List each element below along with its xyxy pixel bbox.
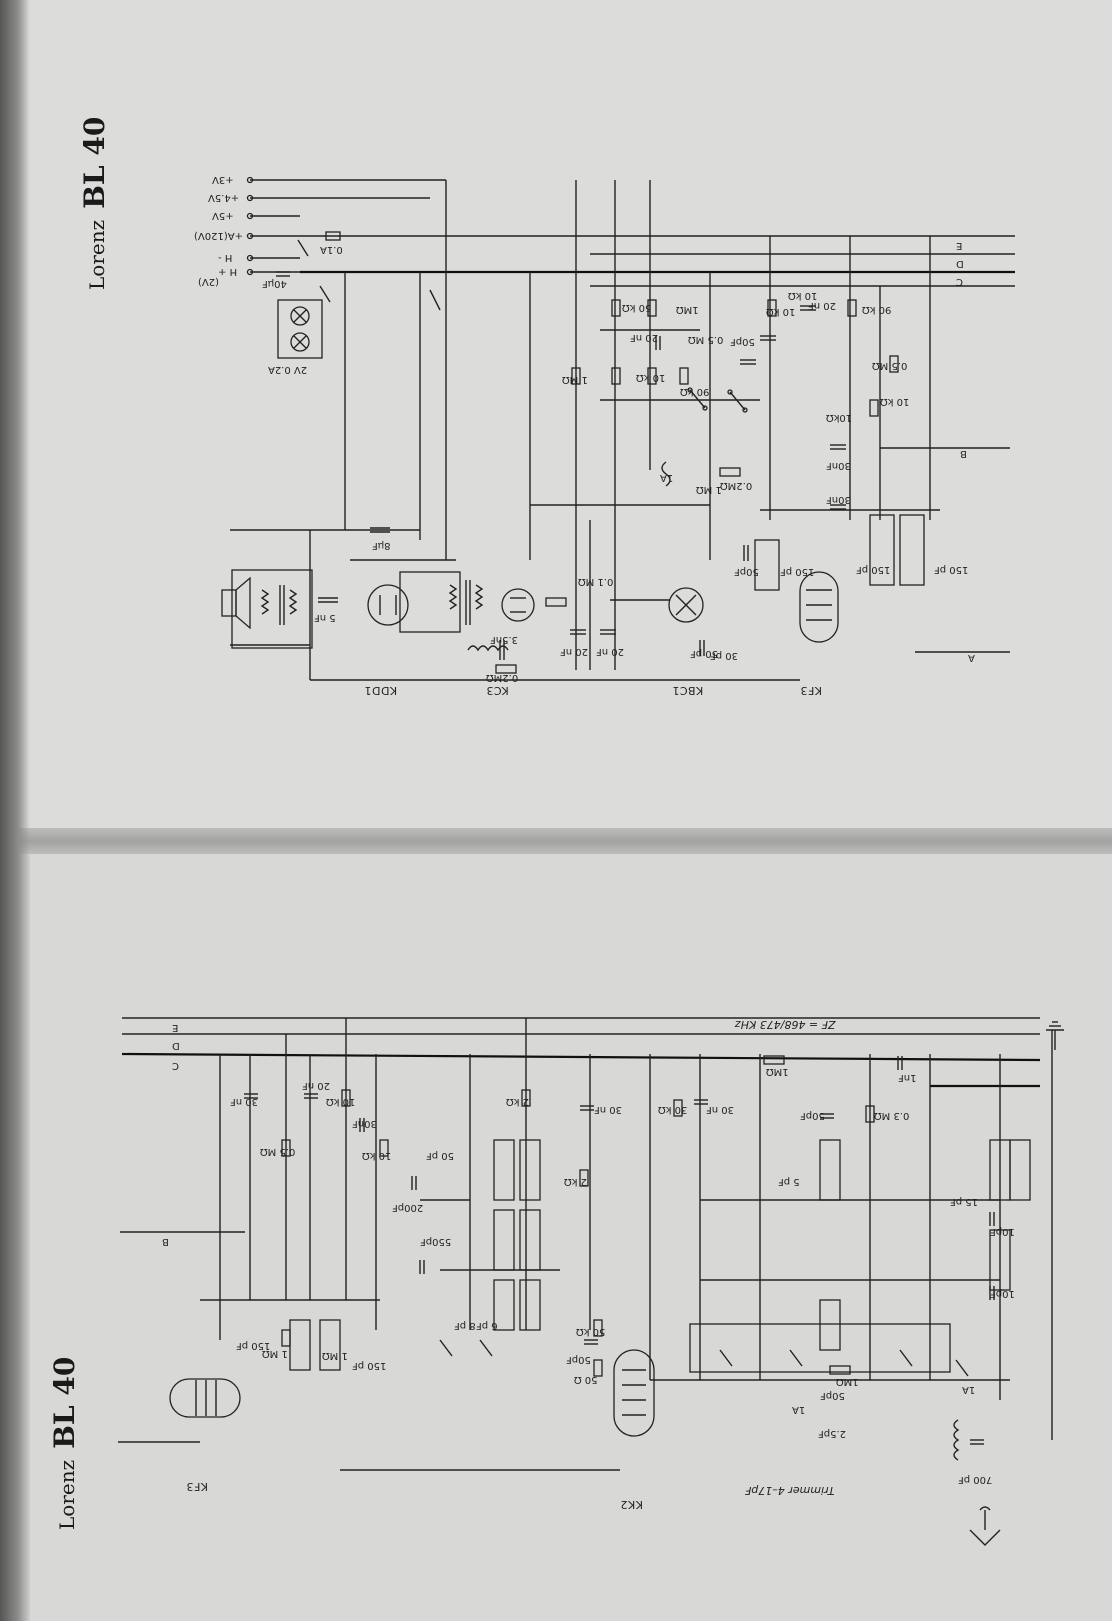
lower-page [30,848,1112,1621]
res-label: 2 kΩ [506,1096,529,1107]
res-label: 50 kΩ [576,1326,606,1337]
spine-shadow [0,0,30,1621]
cap-label: 50pF [566,1354,591,1365]
fuse-1a [661,461,671,487]
fuse-label: 1A [792,1404,806,1415]
fuse-label: 1A [962,1384,976,1395]
res-label: 10 kΩ [326,1096,356,1107]
res-label: 1 MΩ [322,1350,348,1361]
cap-label: 1nF [898,1072,917,1083]
tube-label-kf3: KF3 [186,1480,209,1493]
cap-label: 50pF [820,1390,845,1401]
if-transformer-upper [754,509,940,591]
cap-label: 50 pF [426,1150,455,1161]
cap-label: 10pF [990,1288,1015,1299]
resistors-lower [281,1055,875,1377]
cap-label: 700 pF [958,1474,993,1485]
bus-label-e: E [172,1022,179,1033]
cap-label: 200pF [392,1202,424,1213]
bus-lines [300,253,1015,653]
bus-lines-lower [118,1017,1041,1443]
cap-label: 10pF [990,1226,1015,1237]
res-label: 30 kΩ [658,1104,688,1115]
tube-kbc1 [668,587,704,623]
wave-switch-upper [297,239,748,413]
res-label: 1MΩ [836,1376,859,1387]
speaker [221,530,800,681]
pilot-lamps [277,299,323,359]
output-transformer [399,571,484,633]
coils-lower [289,1139,1031,1461]
cap-label: 30 nF [594,1104,622,1115]
bus-label-b: B [162,1236,169,1247]
res-label: 0.3 MΩ [874,1110,910,1121]
cap-label: 20 nF [302,1080,330,1091]
tube-kk2 [613,1349,655,1437]
book-gutter [0,828,1112,854]
trimmer-label: 8 pF [454,1320,476,1331]
tube-label-kk2: KK2 [620,1498,643,1511]
cap-label: 2.5pF [818,1428,847,1439]
cap-label: 30 nF [230,1096,258,1107]
tube-kdd1 [367,584,409,626]
switch-bank-lower [439,1323,969,1377]
antenna-symbol [969,1506,1001,1546]
res-label: 2 kΩ [564,1176,587,1187]
upper-page [10,0,1112,840]
trimmer-label: 6 pF [476,1320,498,1331]
capacitors-upper [276,271,846,660]
capacitors-lower [244,1056,995,1445]
cap-label: 15 pF [950,1196,979,1207]
verticals-lower [219,1018,1053,1440]
ground-symbol [1046,1021,1064,1050]
tube-kf3-upper [799,571,839,643]
cap-label: 30 nF [706,1104,734,1115]
tube-kf3-lower [169,1378,241,1418]
cap-label: 30nF [352,1118,377,1129]
tube-kc3 [501,588,535,622]
cap-label: 5 pF [778,1176,800,1187]
cap-label: 50pF [800,1110,825,1121]
note-if-frequency: ZF = 468/473 KHz [735,1018,836,1031]
note-trimmer: Trimmer 4–17pF [745,1484,835,1497]
supply-drops [344,180,931,670]
res-label: 0.5 MΩ [260,1146,296,1157]
cap-label: 550pF [420,1236,452,1247]
interconnects-lower [200,1199,1010,1471]
cap-label: 150 pF [352,1360,387,1371]
res-label: 1MΩ [766,1066,789,1077]
interconnects-upper [230,329,760,670]
supply-terminal-rail [246,176,1015,276]
resistors-upper [325,231,899,674]
res-label: 1 MΩ [262,1348,288,1359]
res-label: 50 Ω [574,1374,598,1385]
bus-label-c: C [172,1060,179,1071]
bus-label-d: D [172,1040,180,1051]
inductor-upper [467,645,509,652]
res-label: 10 kΩ [362,1150,392,1161]
